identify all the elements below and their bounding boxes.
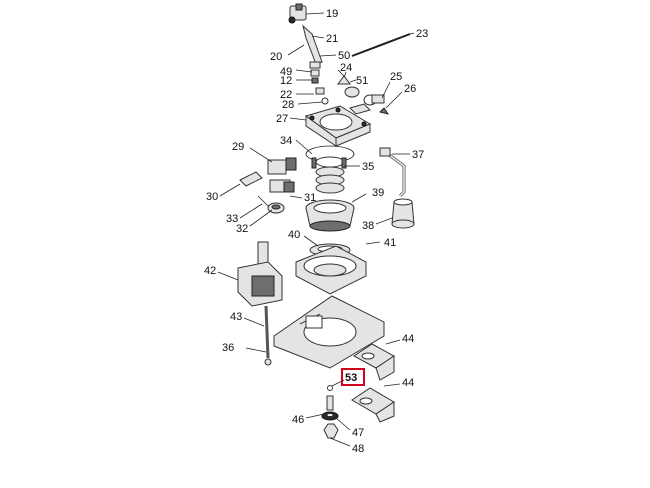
part-labels: 19 21 20 50 23 49 12 24 51 25 26 22 28 2…: [204, 8, 428, 455]
part-label: 26: [404, 83, 416, 95]
thermostat: [257, 195, 285, 214]
pipe-assembly: [379, 147, 406, 198]
part-label: 51: [356, 75, 368, 87]
steam-knob: [391, 198, 415, 229]
part-label: 44: [402, 333, 414, 345]
part-label: 46: [292, 414, 304, 426]
part-label: 25: [390, 71, 402, 83]
part-label: 22: [280, 89, 292, 101]
small-fittings: [321, 385, 339, 439]
chassis-plate: [273, 295, 385, 369]
bracket-lower: [351, 387, 395, 423]
part-label: 32: [236, 223, 248, 235]
switch-assembly: [239, 157, 297, 193]
part-label: 31: [304, 192, 316, 204]
part-label: 34: [280, 135, 292, 147]
filter-holder: [305, 199, 355, 232]
part-label: 39: [372, 187, 384, 199]
part-label: 48: [352, 443, 364, 455]
part-label: 27: [276, 113, 288, 125]
part-label: 28: [282, 99, 294, 111]
part-label: 12: [280, 75, 292, 87]
part-label: 24: [340, 62, 352, 74]
part-label: 41: [384, 237, 396, 249]
part-label: 20: [270, 51, 282, 63]
pump: [237, 241, 283, 307]
part-label: 37: [412, 149, 424, 161]
base-housing: [295, 245, 367, 295]
pump-hose: [264, 305, 272, 366]
steam-wand-assembly: [337, 33, 411, 115]
part-label: 40: [288, 229, 300, 241]
part-label: 35: [362, 161, 374, 173]
part-label: 49: [280, 66, 292, 78]
part-label: 29: [232, 141, 244, 153]
part-label: 42: [204, 265, 216, 277]
leader-lines: [217, 12, 415, 447]
part-label: 19: [326, 8, 338, 20]
highlight-box-53: [341, 368, 365, 386]
part-label: 30: [206, 191, 218, 203]
part-label: 21: [326, 33, 338, 45]
part-label: 47: [352, 427, 364, 439]
part-label: 38: [362, 220, 374, 232]
top-valve-assembly: [288, 3, 329, 105]
part-label: 33: [226, 213, 238, 225]
part-label: 23: [416, 28, 428, 40]
part-label: 36: [222, 342, 234, 354]
part-label: 50: [338, 50, 350, 62]
part-label: 44: [402, 377, 414, 389]
heating-element: [311, 156, 347, 194]
bracket-upper: [353, 343, 395, 381]
part-label: 43: [230, 311, 242, 323]
part-label-highlighted: 53: [345, 372, 357, 384]
boiler-cover: [304, 105, 372, 147]
